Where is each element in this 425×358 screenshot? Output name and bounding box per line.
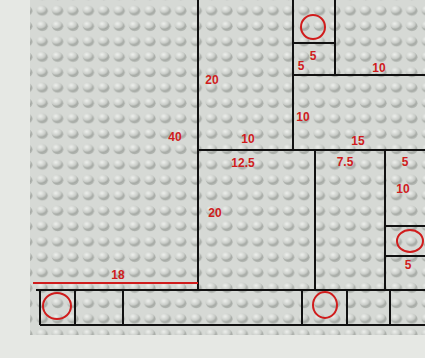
dimension-number: 5 bbox=[310, 50, 317, 62]
dimension-number: 12.5 bbox=[231, 157, 254, 169]
dimension-number: 5 bbox=[405, 259, 412, 271]
dimension-number: 10 bbox=[396, 183, 409, 195]
dimension-number: 10 bbox=[372, 62, 385, 74]
dimension-number: 5 bbox=[402, 156, 409, 168]
dimension-number: 10 bbox=[241, 133, 254, 145]
dimension-number: 10 bbox=[296, 111, 309, 123]
dimension-number: 40 bbox=[168, 131, 181, 143]
dimension-number: 20 bbox=[208, 207, 221, 219]
dimension-number: 5 bbox=[298, 60, 305, 72]
red-marks bbox=[33, 15, 423, 319]
dimension-number: 7.5 bbox=[337, 156, 354, 168]
divider-lines bbox=[36, 0, 425, 325]
dimension-number: 20 bbox=[205, 74, 218, 86]
dimension-number: 15 bbox=[351, 135, 364, 147]
dimension-number: 18 bbox=[111, 269, 124, 281]
